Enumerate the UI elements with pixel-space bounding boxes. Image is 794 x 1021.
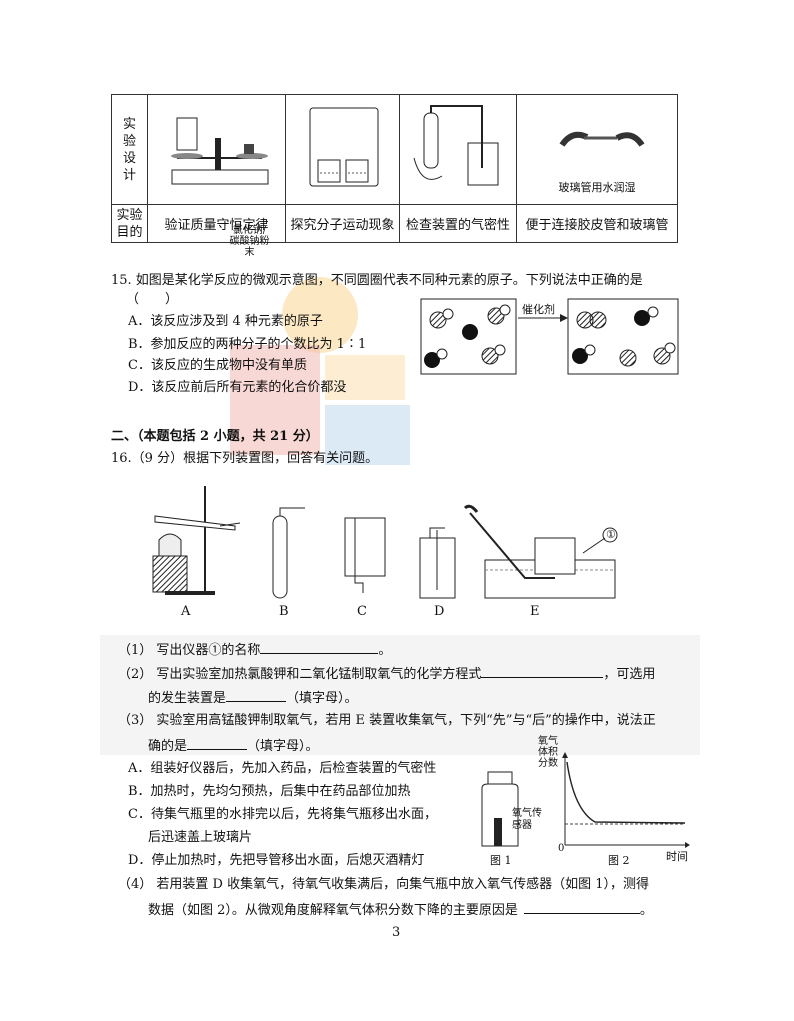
purpose-1: 验证质量守恒定律 bbox=[147, 204, 286, 243]
q15-stem: 15. 如图是某化学反应的微观示意图，不同圆圈代表不同种元素的原子。下列说法中正… bbox=[111, 273, 643, 288]
q15-paren: （ ） bbox=[126, 292, 179, 307]
answer-blank-3[interactable] bbox=[226, 689, 287, 702]
apparatus-figure bbox=[145, 478, 645, 608]
q15-option-a: A．该反应涉及到 4 种元素的原子 bbox=[128, 314, 323, 329]
marker-1: ① bbox=[606, 528, 616, 541]
row-header-purpose: 实验目的 bbox=[111, 204, 148, 243]
q16-part3: （3） 实验室用高锰酸钾制取氧气，若用 E 装置收集氧气，下列“先”与“后”的操… bbox=[118, 713, 656, 728]
label-b: B bbox=[279, 604, 289, 619]
oxygen-curve-chart bbox=[560, 750, 690, 850]
experiment-table: 实验设计 氯化钠/碳酸钠粉末 bbox=[111, 94, 678, 258]
q15-option-c: C．该反应的生成物中没有单质 bbox=[128, 358, 307, 373]
q16-part4-line2: 数据（如图 2）。从微观角度解释氧气体积分数下降的主要原因是。 bbox=[148, 901, 653, 918]
q16-part1: （1） 写出仪器①的名称。 bbox=[118, 641, 392, 658]
q16-p3-option-d: D．停止加热时，先把导管移出水面，后熄灭酒精灯 bbox=[128, 853, 425, 868]
q15-option-b: B．参加反应的两种分子的个数比为 1∶1 bbox=[128, 337, 367, 352]
page-number: 3 bbox=[392, 925, 401, 940]
catalyst-label: 催化剂 bbox=[522, 303, 555, 316]
label-e: E bbox=[530, 604, 540, 619]
fig2-origin: 0 bbox=[558, 843, 565, 854]
q16-p3-option-a: A．组装好仪器后，先加入药品，后检查装置的气密性 bbox=[128, 761, 437, 776]
q16-stem: 16.（9 分）根据下列装置图，回答有关问题。 bbox=[111, 451, 379, 466]
answer-blank-2[interactable] bbox=[481, 665, 604, 678]
q16-p3-option-c: C．待集气瓶里的水排完以后，先将集气瓶移出水面， bbox=[128, 807, 437, 822]
sensor-label: 氧气传感器 bbox=[512, 808, 542, 831]
cell1-label: 氯化钠/碳酸钠粉末 bbox=[229, 224, 270, 258]
purpose-4: 便于连接胶皮管和玻璃管 bbox=[516, 204, 678, 243]
answer-blank-4[interactable] bbox=[187, 737, 248, 750]
label-a: A bbox=[181, 604, 191, 619]
watermark-logo bbox=[230, 275, 410, 475]
row-header-design: 实验设计 bbox=[111, 94, 148, 205]
cell4-caption: 玻璃管用水润湿 bbox=[558, 180, 636, 194]
q16-p3-option-b: B．加热时，先均匀预热，后集中在药品部位加热 bbox=[128, 784, 411, 799]
q16-p3-option-c2: 后迅速盖上玻璃片 bbox=[148, 830, 253, 845]
q16-part4: （4） 若用装置 D 收集氧气，待氧气收集满后，向集气瓶中放入氧气传感器（如图 … bbox=[118, 877, 649, 892]
fig1-caption: 图 1 bbox=[490, 854, 512, 867]
fig2-caption: 图 2 bbox=[608, 854, 630, 867]
q15-option-d: D．该反应前后所有元素的化合价都没 bbox=[128, 380, 347, 395]
q16-part3-line2: 确的是（填字母）。 bbox=[148, 737, 319, 754]
fig2-ylabel: 氧气体积分数 bbox=[538, 736, 558, 769]
label-d: D bbox=[434, 604, 445, 619]
airtightness-figure bbox=[399, 94, 517, 205]
purpose-2: 探究分子运动现象 bbox=[285, 204, 400, 243]
balance-figure: 氯化钠/碳酸钠粉末 bbox=[147, 94, 286, 258]
reaction-diagram bbox=[420, 298, 680, 376]
q16-part2: （2） 写出实验室加热氯酸钾和二氧化锰制取氧气的化学方程式，可选用 bbox=[118, 665, 656, 682]
answer-blank-1[interactable] bbox=[260, 641, 379, 654]
molecule-motion-figure bbox=[285, 94, 400, 205]
glass-tube-figure: 玻璃管用水润湿 bbox=[516, 94, 678, 205]
section-2-heading: 二、（本题包括 2 小题，共 21 分） bbox=[111, 429, 319, 444]
q16-part2-line2: 的发生装置是（填字母）。 bbox=[148, 689, 358, 706]
sensor-bottle-figure bbox=[476, 770, 536, 850]
purpose-3: 检查装置的气密性 bbox=[399, 204, 517, 243]
label-c: C bbox=[357, 604, 367, 619]
fig2-xlabel: 时间 bbox=[666, 850, 688, 863]
answer-blank-5[interactable] bbox=[523, 901, 640, 914]
